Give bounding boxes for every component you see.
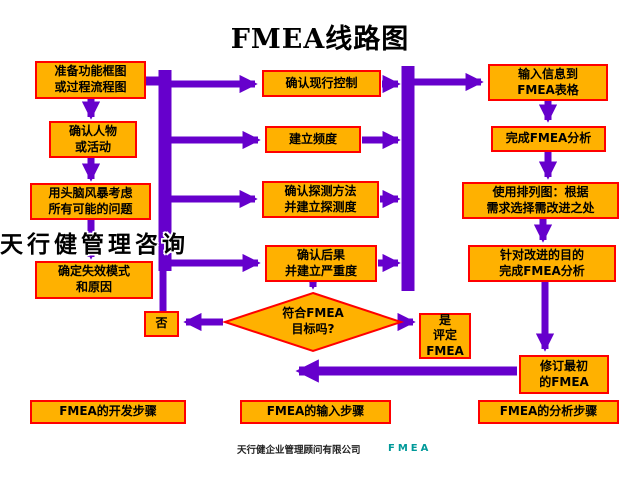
- label-step-analysis: FMEA的分析步骤: [478, 400, 619, 424]
- node-no: 否: [144, 311, 179, 337]
- footer-company: 天行健企业管理顾问有限公司: [237, 445, 361, 456]
- node-improve-analysis: 针对改进的目的 完成FMEA分析: [468, 245, 616, 282]
- node-complete-analysis: 完成FMEA分析: [491, 126, 606, 152]
- watermark-text: 天行健管理咨询: [0, 232, 189, 258]
- node-current-control: 确认现行控制: [262, 70, 381, 97]
- diagram-title: FMEA线路图: [230, 24, 410, 55]
- node-pareto: 使用排列图：根据 需求选择需改进之处: [462, 182, 619, 219]
- label-step-input: FMEA的输入步骤: [240, 400, 391, 424]
- node-input-info: 输入信息到 FMEA表格: [488, 64, 608, 101]
- decision-diamond-shape: [221, 291, 405, 353]
- footer-brand: FMEA: [388, 443, 432, 454]
- left-bus-and-branches: [146, 70, 261, 311]
- node-detection: 确认探测方法 并建立探测度: [262, 181, 379, 218]
- node-goal-check: 符合FMEA 目标吗?: [282, 306, 344, 336]
- label-step-development: FMEA的开发步骤: [30, 400, 186, 424]
- node-yes-evaluate: 是 评定 FMEA: [419, 313, 471, 359]
- node-revise: 修订最初 的FMEA: [519, 355, 609, 394]
- node-severity: 确认后果 并建立严重度: [265, 245, 377, 282]
- node-frequency: 建立频度: [265, 126, 361, 153]
- right-column-arrows: [295, 101, 558, 383]
- node-confirm-people: 确认人物 或活动: [49, 121, 137, 158]
- node-failure-mode: 确定失效模式 和原因: [35, 261, 153, 299]
- node-brainstorm: 用头脑风暴考虑 所有可能的问题: [30, 183, 151, 220]
- node-prepare-diagram: 准备功能框图 或过程流程图: [35, 61, 146, 99]
- middle-bus-and-branches: [362, 66, 484, 291]
